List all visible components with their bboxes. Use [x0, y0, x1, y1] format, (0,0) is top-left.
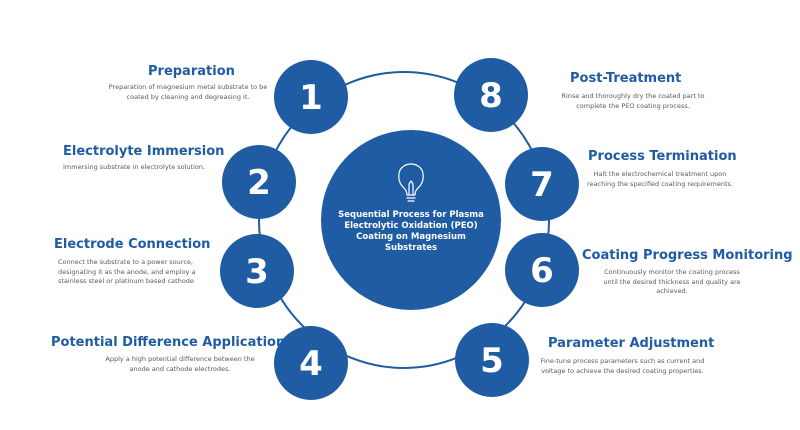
- step-circle-7: 7: [505, 147, 579, 221]
- center-circle: [321, 130, 501, 310]
- step-title-4: Potential Difference Application: [51, 335, 286, 350]
- step-number-6: 6: [530, 251, 554, 291]
- lightbulb-icon: [398, 163, 424, 202]
- step-circle-6: 6: [505, 233, 579, 307]
- step-title-5: Parameter Adjustment: [548, 336, 715, 351]
- step-title-3: Electrode Connection: [54, 237, 211, 252]
- step-desc-4: Apply a high potential difference betwee…: [105, 355, 255, 373]
- step-circle-1: 1: [274, 60, 348, 134]
- step-title-1: Preparation: [148, 64, 235, 79]
- step-title-2: Electrolyte Immersion: [63, 144, 225, 159]
- step-circle-5: 5: [455, 323, 529, 397]
- center-title: Sequential Process for Plasma Electrolyt…: [338, 210, 484, 253]
- step-title-7: Process Termination: [588, 149, 737, 164]
- step-number-3: 3: [245, 252, 269, 292]
- step-number-7: 7: [530, 165, 554, 205]
- step-title-8: Post-Treatment: [570, 71, 682, 86]
- step-circle-2: 2: [222, 145, 296, 219]
- step-desc-5: Fine-tune process parameters such as cur…: [540, 357, 705, 375]
- step-number-2: 2: [247, 163, 271, 203]
- step-desc-3: Connect the substrate to a power source,…: [58, 258, 196, 285]
- step-desc-7: Halt the electrochemical treatment upon …: [587, 170, 733, 188]
- step-desc-8: Rinse and thoroughly dry the coated part…: [561, 92, 705, 110]
- step-desc-1: Preparation of magnesium metal substrate…: [108, 83, 268, 101]
- step-circle-8: 8: [454, 58, 528, 132]
- step-title-6: Coating Progress Monitoring: [582, 248, 793, 263]
- step-number-5: 5: [480, 341, 504, 381]
- step-desc-6: Continuously monitor the coating process…: [603, 268, 741, 295]
- step-number-8: 8: [479, 76, 503, 116]
- step-circle-4: 4: [274, 326, 348, 400]
- step-circle-3: 3: [220, 234, 294, 308]
- step-number-1: 1: [299, 78, 323, 118]
- step-desc-2: Immersing substrate in electrolyte solut…: [63, 163, 206, 171]
- step-number-4: 4: [299, 344, 323, 384]
